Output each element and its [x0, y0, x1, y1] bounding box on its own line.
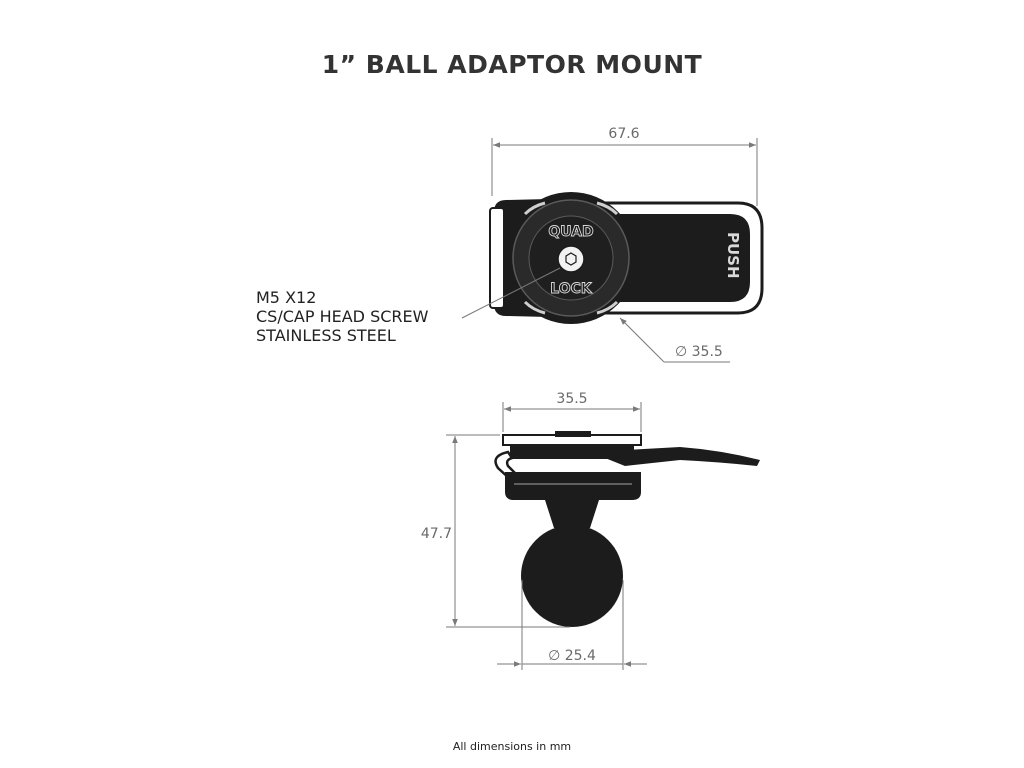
dimension-top-diameter: ∅ 35.5: [619, 317, 730, 363]
footer-note: All dimensions in mm: [452, 740, 572, 753]
plate-tab: [555, 431, 591, 437]
lock-disc: QUAD LOCK: [505, 192, 637, 324]
top-view: 67.6 PUSH QUAD LOCK: [461, 126, 764, 363]
screw-head: [557, 245, 585, 273]
side-view: 35.5 47.7 ∅ 25.4: [421, 391, 760, 670]
side-lever: [590, 447, 760, 466]
logo-quad: QUAD: [548, 224, 593, 240]
ball: [521, 525, 623, 627]
screw-callout: M5 X12 CS/CAP HEAD SCREW STAINLESS STEEL: [256, 288, 429, 345]
dimension-ball-diameter-label: ∅ 25.4: [548, 648, 596, 664]
ball-neck: [545, 500, 599, 528]
dimension-ball-diameter: ∅ 25.4: [497, 580, 647, 670]
push-lever: PUSH: [588, 201, 764, 315]
dimension-side-height: 47.7: [421, 434, 570, 628]
callout-line-2: CS/CAP HEAD SCREW: [256, 307, 429, 326]
dimension-side-height-label: 47.7: [421, 526, 452, 542]
dimension-top-width-label: 67.6: [608, 126, 639, 142]
logo-lock: LOCK: [550, 281, 593, 297]
callout-line-3: STAINLESS STEEL: [256, 326, 396, 345]
page-title: 1” BALL ADAPTOR MOUNT: [321, 50, 703, 79]
dimension-side-width: 35.5: [502, 391, 642, 432]
callout-line-1: M5 X12: [256, 288, 316, 307]
dimension-side-width-label: 35.5: [556, 391, 587, 407]
hex-socket-icon: [565, 252, 577, 266]
push-label: PUSH: [724, 232, 742, 279]
callout-leader: [461, 267, 561, 319]
dimension-top-width: 67.6: [491, 126, 758, 206]
dimension-top-diameter-label: ∅ 35.5: [675, 344, 723, 360]
base-body: [505, 472, 641, 500]
